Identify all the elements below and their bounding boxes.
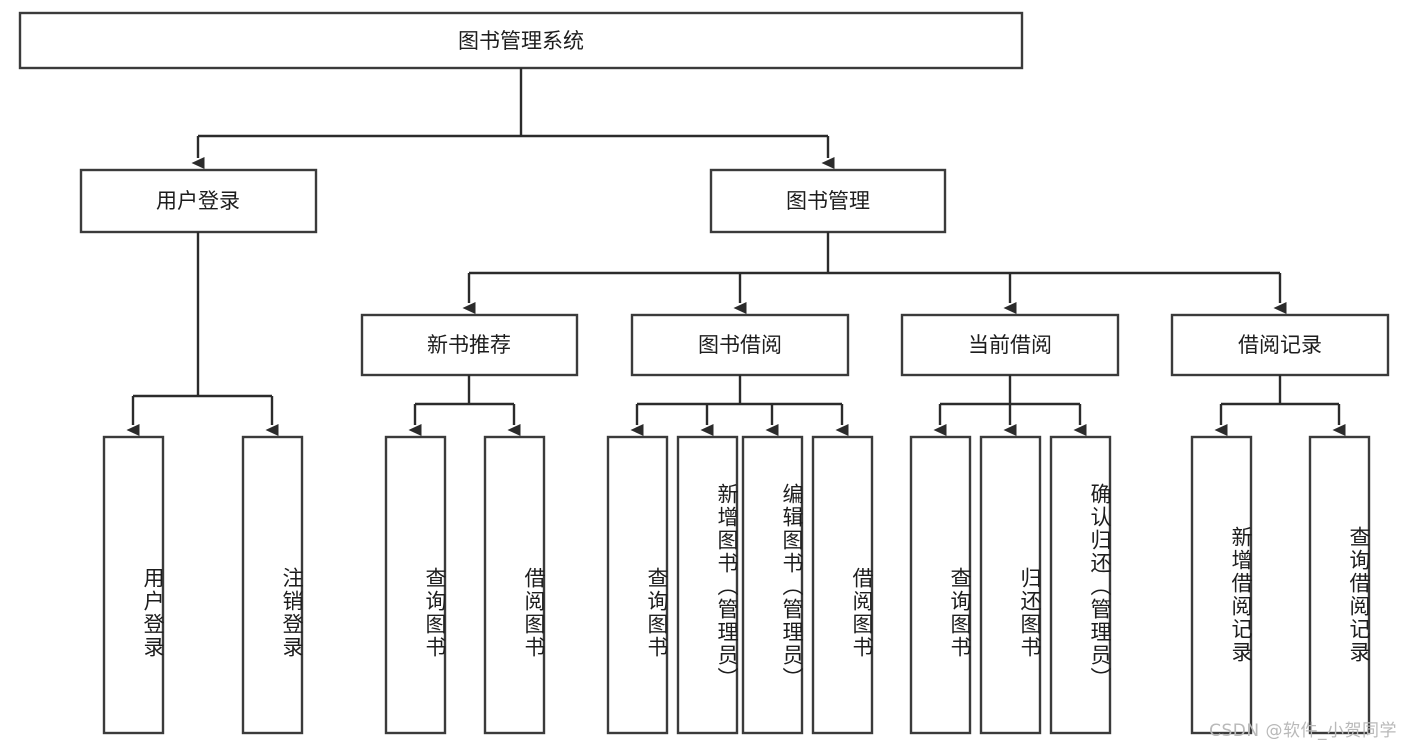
leaf-add-book-admin-rect[interactable]	[676, 435, 739, 735]
leaf-user-login-rect[interactable]	[102, 435, 165, 735]
node-current-borrow-rect[interactable]	[900, 313, 1120, 377]
node-new-book-recommend[interactable]: 新书推荐	[360, 313, 579, 377]
node-new-book-recommend-rect[interactable]	[360, 313, 579, 377]
connector-recommend-to-leaves	[408, 375, 521, 436]
node-book-management-label: 图书管理	[786, 189, 870, 213]
node-user-login-label: 用户登录	[156, 189, 240, 213]
node-root-rect[interactable]	[18, 11, 1024, 70]
leaf-logout-rect[interactable]	[241, 435, 304, 735]
leaf-borrow-book-recommend-rect[interactable]	[483, 435, 546, 735]
leaf-query-book-borrow-rect[interactable]	[606, 435, 669, 735]
leaf-borrow-book-rect[interactable]	[811, 435, 874, 735]
node-book-borrow[interactable]: 图书借阅	[630, 313, 850, 377]
node-book-management[interactable]: 图书管理	[709, 168, 947, 234]
node-user-login-rect[interactable]	[79, 168, 318, 234]
connector-bookborrow-to-leaves	[630, 375, 849, 436]
node-user-login[interactable]: 用户登录	[79, 168, 318, 234]
node-borrow-record[interactable]: 借阅记录	[1170, 313, 1390, 377]
connector-root-to-level2	[191, 68, 835, 169]
leaf-query-book-current-rect[interactable]	[909, 435, 972, 735]
leaf-edit-book-admin-rect[interactable]	[741, 435, 804, 735]
leaf-query-book-recommend-rect[interactable]	[384, 435, 447, 735]
connector-borrowrecord-to-leaves	[1214, 375, 1346, 436]
leaf-return-book-rect[interactable]	[979, 435, 1042, 735]
leaf-query-borrow-record-rect[interactable]	[1308, 435, 1371, 735]
node-borrow-record-label: 借阅记录	[1238, 333, 1322, 357]
node-current-borrow[interactable]: 当前借阅	[900, 313, 1120, 377]
leaf-confirm-return-admin-rect[interactable]	[1049, 435, 1112, 735]
node-book-borrow-label: 图书借阅	[698, 333, 782, 357]
connector-userlogin-to-leaves	[126, 232, 279, 436]
node-new-book-recommend-label: 新书推荐	[427, 333, 511, 357]
node-current-borrow-label: 当前借阅	[968, 333, 1052, 357]
connector-currentborrow-to-leaves	[933, 375, 1087, 436]
node-root[interactable]: 图书管理系统	[18, 11, 1024, 70]
leaf-add-borrow-record-rect[interactable]	[1190, 435, 1253, 735]
csdn-watermark: CSDN @软件_小贺同学	[1209, 721, 1397, 741]
connector-bookmgmt-to-level3	[462, 232, 1287, 314]
node-root-label: 图书管理系统	[458, 29, 584, 53]
